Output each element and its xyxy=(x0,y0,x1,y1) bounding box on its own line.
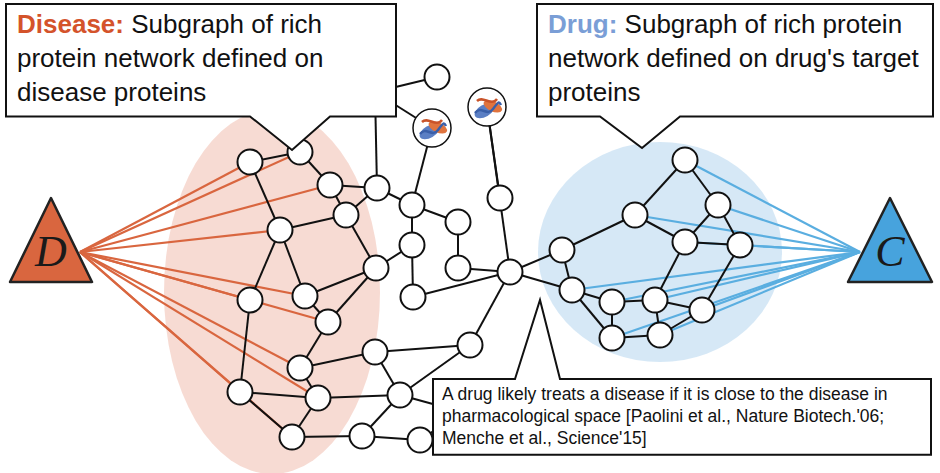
drug-link xyxy=(660,252,860,335)
drug-link xyxy=(655,252,860,300)
protein-node xyxy=(350,424,375,449)
protein-node xyxy=(690,298,715,323)
protein-node xyxy=(306,386,331,411)
protein-node xyxy=(498,260,523,285)
protein-node xyxy=(673,148,698,173)
disease-link xyxy=(80,252,300,368)
protein-node xyxy=(238,150,263,175)
drug-region xyxy=(538,142,782,362)
callout-heading: Disease: xyxy=(17,9,124,39)
protein-node xyxy=(446,210,471,235)
protein-node xyxy=(728,233,753,258)
protein-node xyxy=(488,186,513,211)
protein-node xyxy=(600,326,625,351)
drug-link xyxy=(612,252,860,338)
disease-link xyxy=(80,185,330,252)
protein-node xyxy=(400,233,425,258)
protein-structure xyxy=(468,88,506,126)
protein-node xyxy=(673,230,698,255)
network-edge xyxy=(375,345,470,352)
protein-node xyxy=(228,380,253,405)
callout-heading: Drug: xyxy=(548,9,617,39)
protein-node xyxy=(318,173,343,198)
disease-triangle: D xyxy=(8,196,94,284)
disease-link xyxy=(80,152,300,252)
drug-link xyxy=(740,245,860,252)
protein-structures xyxy=(413,88,506,147)
entity-letter: C xyxy=(846,230,934,274)
drug-link xyxy=(702,252,860,310)
protein-node xyxy=(363,340,388,365)
protein-node xyxy=(364,256,389,281)
callout-text-block: Disease:Subgraph of rich protein network… xyxy=(17,8,385,109)
disease-callout: Disease:Subgraph of rich protein network… xyxy=(5,3,397,117)
callout-text-block: A drug likely treats a disease if it is … xyxy=(442,384,922,450)
protein-node xyxy=(401,285,426,310)
protein-node xyxy=(268,218,293,243)
protein-node xyxy=(316,310,341,335)
callout-text: A drug likely treats a disease if it is … xyxy=(442,384,888,448)
protein-node xyxy=(458,333,483,358)
protein-node xyxy=(446,256,471,281)
note-callout: A drug likely treats a disease if it is … xyxy=(432,378,932,456)
protein-node xyxy=(400,193,425,218)
protein-node xyxy=(293,284,318,309)
disease-links xyxy=(80,152,330,437)
protein-node xyxy=(238,288,263,313)
protein-node xyxy=(425,65,450,90)
protein-node xyxy=(648,323,673,348)
network-edge xyxy=(240,300,250,392)
drug-links xyxy=(572,160,860,338)
protein-node xyxy=(623,203,648,228)
entity-letter: D xyxy=(8,230,94,274)
protein-node xyxy=(288,356,313,381)
protein-structure xyxy=(413,109,451,147)
protein-node xyxy=(550,238,575,263)
protein-node xyxy=(560,278,585,303)
drug-triangle: C xyxy=(846,196,934,284)
disease-link xyxy=(80,162,250,252)
disease-link xyxy=(80,230,280,252)
drug-callout: Drug:Subgraph of rich protein network de… xyxy=(536,3,934,117)
protein-node xyxy=(706,193,731,218)
protein-node xyxy=(388,383,413,408)
disease-link xyxy=(80,252,305,296)
protein-node xyxy=(643,288,668,313)
protein-node xyxy=(365,176,390,201)
disease-link xyxy=(80,252,328,322)
protein-node xyxy=(408,428,433,453)
protein-node xyxy=(600,290,625,315)
callout-text-block: Drug:Subgraph of rich protein network de… xyxy=(548,8,922,109)
protein-node xyxy=(280,425,305,450)
disease-link xyxy=(80,252,292,437)
disease-link xyxy=(80,252,318,398)
protein-node xyxy=(334,203,359,228)
